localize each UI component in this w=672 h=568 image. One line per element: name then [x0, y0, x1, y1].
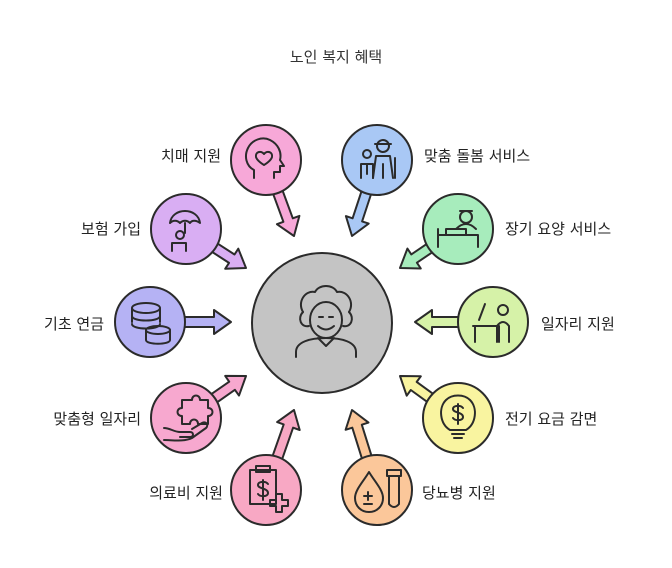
label-electricity-discount: 전기 요금 감면	[505, 410, 598, 428]
label-custom-care-service: 맞춤 돌봄 서비스	[424, 147, 531, 165]
medical-bill-icon	[249, 465, 289, 513]
connector-arrow	[414, 309, 463, 335]
benefit-circle	[114, 286, 186, 358]
connector-arrow	[271, 186, 301, 237]
label-dementia-support: 치매 지원	[161, 147, 221, 165]
center-hub	[251, 252, 393, 394]
benefit-circle	[230, 124, 302, 196]
benefit-circle	[341, 454, 413, 526]
benefit-node	[399, 375, 494, 454]
head-heart-icon	[245, 137, 285, 179]
benefit-node	[399, 193, 494, 270]
diagram-title: 노인 복지 혜택	[289, 48, 383, 66]
label-long-term-care-service: 장기 요양 서비스	[505, 220, 612, 238]
connector-arrow	[270, 409, 301, 464]
label-diabetes-support: 당뇨병 지원	[422, 484, 496, 502]
desk-worker-icon	[472, 303, 510, 343]
label-medical-support: 의료비 지원	[149, 484, 223, 502]
hand-puzzle-icon	[163, 394, 214, 442]
benefit-circle	[150, 382, 222, 454]
label-job-support: 일자리 지원	[541, 315, 615, 333]
benefit-node	[150, 374, 247, 454]
label-insurance: 보험 가입	[81, 220, 141, 238]
benefit-circle	[457, 286, 529, 358]
benefit-node	[414, 286, 529, 358]
benefit-node	[150, 193, 247, 270]
label-basic-pension: 기초 연금	[44, 315, 104, 333]
patient-bed-icon	[437, 210, 479, 248]
elderly-person-icon	[295, 285, 357, 358]
benefit-node	[341, 409, 413, 526]
label-custom-jobs: 맞춤형 일자리	[53, 410, 141, 428]
connector-arrow	[180, 309, 232, 335]
connector-arrow	[344, 409, 374, 463]
benefit-node	[341, 124, 413, 237]
benefit-node	[230, 124, 302, 237]
coin-stack-icon	[131, 302, 171, 345]
connector-arrow	[344, 186, 374, 237]
lightbulb-dollar-icon	[440, 394, 476, 439]
benefit-node	[114, 286, 232, 358]
caregiver-elder-icon	[360, 139, 396, 179]
umbrella-person-icon	[169, 210, 201, 252]
blood-drop-test-icon	[354, 469, 402, 513]
benefit-node	[230, 409, 302, 526]
benefit-circle	[341, 124, 413, 196]
